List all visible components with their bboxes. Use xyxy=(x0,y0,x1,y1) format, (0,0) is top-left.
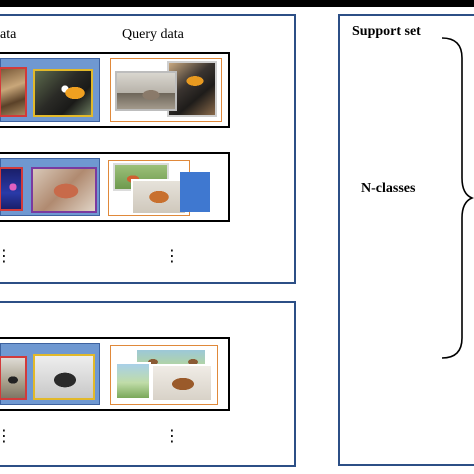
n-classes-label: N-classes xyxy=(361,181,416,196)
photo-sparrow-branch xyxy=(115,71,177,111)
photo-jellyfish xyxy=(0,167,23,211)
query-continuation-top: ⋮ xyxy=(164,246,180,265)
query-data-header: Query data xyxy=(122,27,184,42)
photo-deer-field xyxy=(115,362,151,400)
query-continuation-bottom: ⋮ xyxy=(164,426,180,445)
photo-leather-holster xyxy=(151,364,213,402)
support-set-title: Support set xyxy=(352,24,421,39)
support-card-row-2 xyxy=(0,158,100,216)
photo-pistol-holster xyxy=(33,354,95,400)
query-card-row-3 xyxy=(110,345,218,405)
query-card-row-2 xyxy=(108,160,190,216)
support-continuation-bottom: ⋮ xyxy=(0,426,12,445)
support-card-row-3 xyxy=(0,343,100,405)
support-card-row-1 xyxy=(0,58,100,122)
overlay-blue-block xyxy=(180,172,210,212)
photo-feathers-bird xyxy=(0,67,27,117)
photo-king-crab xyxy=(31,167,97,213)
query-card-row-1 xyxy=(110,58,222,122)
top-border xyxy=(0,0,474,7)
photo-cows xyxy=(0,356,27,400)
photo-toucan-support xyxy=(33,69,93,117)
photo-crab xyxy=(131,179,187,215)
support-data-header: ata xyxy=(0,27,17,42)
classes-brace xyxy=(441,37,474,359)
support-continuation-top: ⋮ xyxy=(0,246,12,265)
support-set-panel xyxy=(338,14,474,466)
